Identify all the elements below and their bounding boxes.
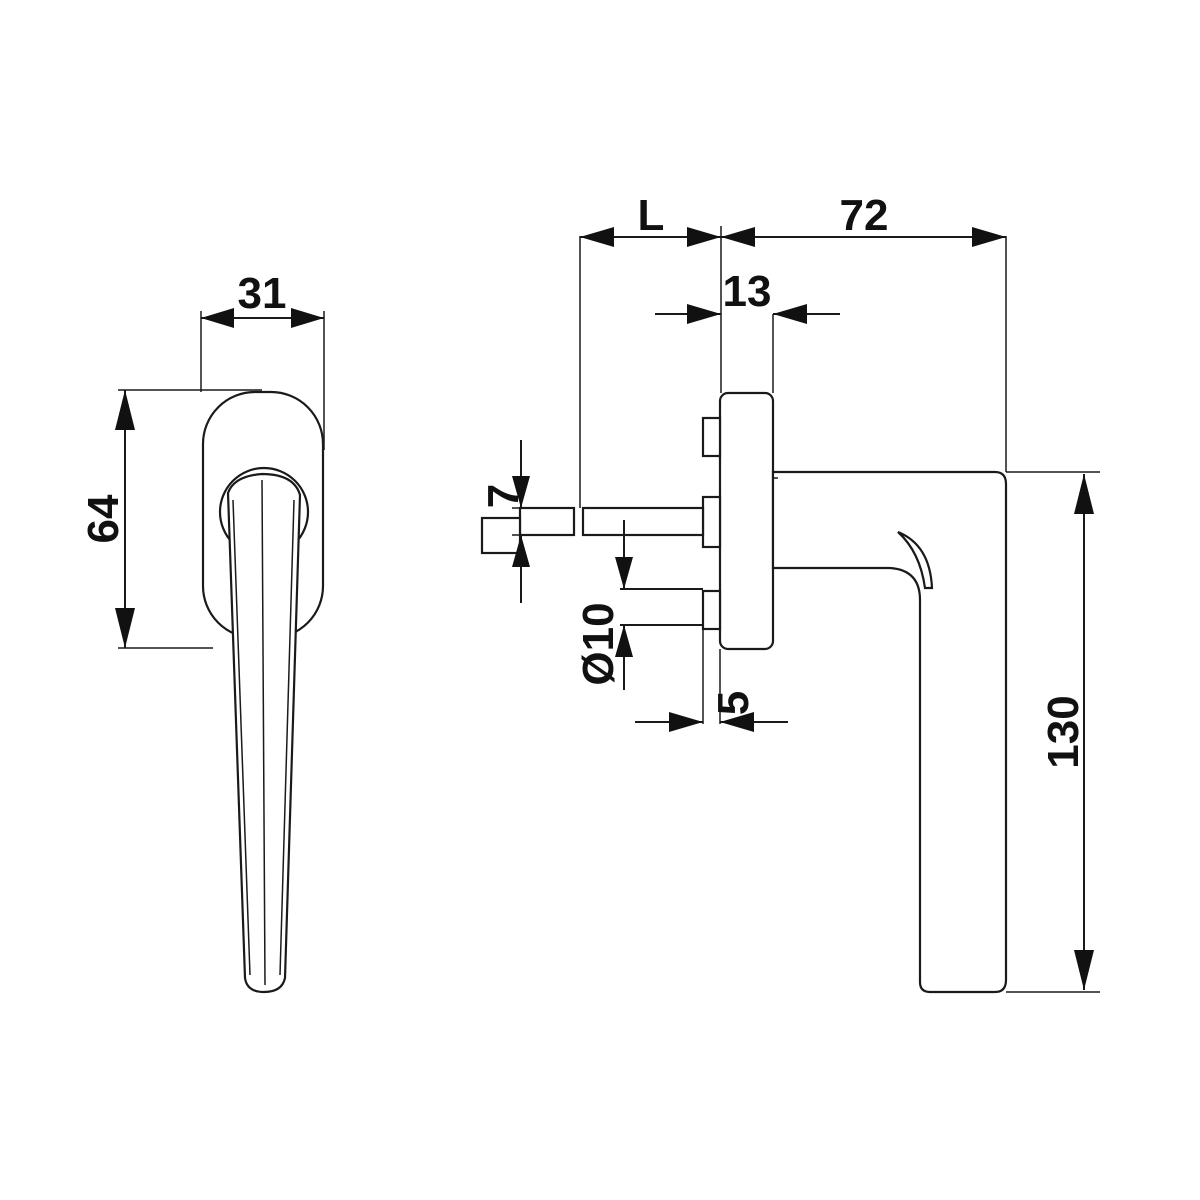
dim-130-label: 130 [1039, 695, 1088, 768]
front-width-arrow-left [201, 308, 234, 328]
spindle-square-left [518, 506, 576, 537]
dim-7-arrow-bottom [512, 535, 530, 567]
dim-5-arrow-left [669, 712, 703, 732]
dim-L-arrow-left [580, 227, 614, 247]
dim-72-arrow-right [972, 227, 1006, 247]
dim-d10-label: Ø10 [574, 602, 623, 685]
front-lever-edge-left [232, 499, 251, 976]
side-boss-top [701, 416, 722, 458]
front-lever-ridge [261, 479, 266, 986]
dim-13-arrow-left [687, 304, 721, 324]
side-lever-hook [897, 530, 934, 590]
dim-130-arrow-bottom [1074, 950, 1094, 990]
side-rosette [718, 391, 775, 651]
dim-L-arrow-right [687, 227, 721, 247]
dim-5-arrow-right [720, 712, 754, 732]
dim-13-arrow-right [773, 304, 807, 324]
dim-d10-arrow-bottom [615, 625, 633, 657]
side-boss-middle [701, 495, 722, 549]
dim-7-label: 7 [479, 484, 528, 508]
dim-L-label: L [638, 191, 665, 240]
front-width-arrow-right [291, 308, 324, 328]
front-height-label: 64 [79, 494, 128, 543]
front-lever-edge-right [279, 499, 295, 976]
dim-130-arrow-top [1074, 474, 1094, 514]
dim-13-label: 13 [723, 267, 772, 316]
dim-72-label: 72 [840, 191, 889, 240]
side-view: L 72 13 7 Ø10 5 [479, 191, 1100, 994]
side-lever [771, 470, 1008, 994]
dim-7-arrow-top [512, 476, 530, 508]
front-height-arrow-bottom [115, 608, 135, 648]
spindle-square-right [581, 506, 705, 537]
dim-d10-arrow-top [615, 557, 633, 589]
front-width-label: 31 [238, 269, 287, 318]
side-boss-bottom [701, 589, 722, 631]
front-height-arrow-top [115, 390, 135, 430]
front-view: 31 64 [79, 269, 325, 994]
dim-5-label: 5 [709, 691, 758, 715]
dim-72-arrow-left [721, 227, 755, 247]
